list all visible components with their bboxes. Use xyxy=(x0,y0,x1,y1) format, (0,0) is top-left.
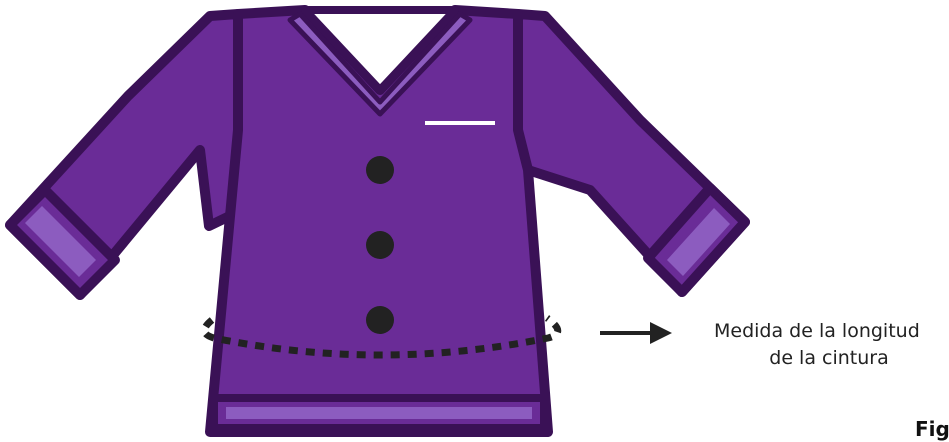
shirt-body xyxy=(210,10,548,432)
left-sleeve xyxy=(10,14,238,295)
figure-label: Fig xyxy=(915,417,949,441)
arrow-icon xyxy=(600,322,672,344)
button-middle xyxy=(366,231,394,259)
button-top xyxy=(366,156,394,184)
right-sleeve xyxy=(518,14,745,292)
annotation-line-1: Medida de la longitud xyxy=(714,318,949,345)
button-bottom xyxy=(366,306,394,334)
annotation-line-2: de la cintura xyxy=(714,345,944,372)
